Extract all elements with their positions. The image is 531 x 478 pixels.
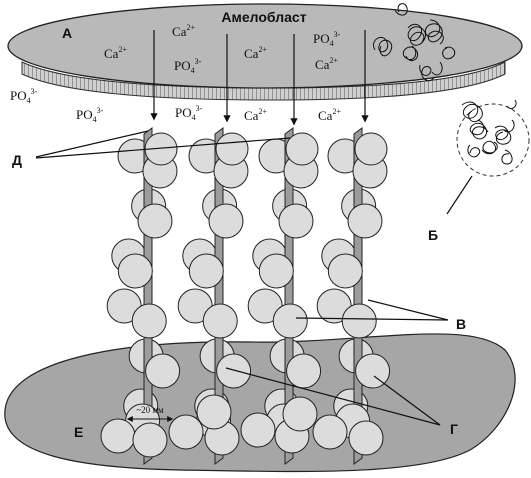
label-v: В: [456, 316, 466, 332]
ion-arrows: [150, 30, 369, 126]
ameloblast-cell: [7, 3, 523, 89]
crystal-sphere: [202, 303, 238, 339]
crystal-sphere: [347, 203, 383, 239]
crystal-sphere-top: [354, 132, 388, 166]
phosphate-ion-label: PO43-: [175, 104, 203, 122]
pointer-line-v2: [367, 299, 449, 321]
label-g: Г: [450, 421, 458, 437]
crystal-sphere-base: [282, 396, 318, 432]
pointer-line-v1: [295, 317, 449, 321]
pointer-line-d1: [35, 130, 149, 158]
pointer-line-g1: [225, 367, 441, 426]
crystal-sphere: [258, 253, 294, 289]
label-e: Е: [74, 424, 83, 440]
pointer-line-d2: [35, 137, 291, 159]
crystal-sphere: [145, 353, 181, 389]
scale-label: ~20 мм: [136, 405, 164, 415]
pointer-line-b: [446, 175, 473, 215]
crystal-sphere: [131, 303, 167, 339]
ameloblast-label: Амелобласт: [221, 9, 306, 25]
crystal-column-4: [316, 127, 391, 465]
protein-coil-boundary: [456, 103, 530, 177]
crystal-sphere: [272, 303, 308, 339]
label-d: Д: [12, 152, 22, 168]
crystal-sphere-base: [240, 412, 276, 448]
ion-labels: Ca2+ Ca2+ PO43- Ca2+ PO43- Ca2+ PO43- PO43- PO43…: [10, 23, 341, 124]
base-layer-e: [4, 333, 516, 473]
crystal-sphere: [188, 253, 224, 289]
pointer-lines: [35, 130, 449, 426]
phosphate-ion-label: PO43-: [10, 87, 38, 105]
crystal-sphere: [341, 303, 377, 339]
tangled-protein-icon: [461, 99, 517, 165]
crystal-sphere-base: [312, 414, 348, 450]
calcium-ion-label: Ca2+: [104, 45, 127, 61]
scale-bar: ~20 мм: [126, 405, 174, 422]
calcium-ion-label: Ca2+: [318, 107, 341, 123]
calcium-ion-label: Ca2+: [172, 23, 195, 39]
pointer-line-g2: [373, 375, 441, 426]
crystal-sphere: [117, 253, 153, 289]
crystal-sphere: [137, 203, 173, 239]
crystal-sphere-base: [168, 414, 204, 450]
calcium-ion-label: Ca2+: [244, 45, 267, 61]
crystal-sphere-base: [100, 418, 136, 454]
calcium-ion-label: Ca2+: [244, 107, 267, 123]
phosphate-ion-label: PO43-: [174, 57, 202, 75]
crystal-sphere-base: [348, 420, 384, 456]
crystal-sphere-base: [196, 394, 232, 430]
crystal-column-1: [106, 127, 181, 465]
crystal-sphere: [278, 203, 314, 239]
label-a: А: [62, 25, 72, 41]
label-b: Б: [428, 227, 438, 243]
crystal-sphere-top: [285, 132, 319, 166]
crystal-sphere-base: [132, 422, 168, 458]
protein-coil-cell-icon: [373, 3, 456, 82]
phosphate-ion-label: PO43-: [76, 106, 104, 124]
crystal-sphere-top: [215, 132, 249, 166]
calcium-ion-label: Ca2+: [315, 56, 338, 72]
phosphate-ion-label: PO43-: [313, 30, 341, 48]
crystal-sphere: [208, 203, 244, 239]
crystal-sphere: [327, 253, 363, 289]
crystal-columns: [100, 127, 391, 465]
crystal-sphere: [355, 353, 391, 389]
crystal-sphere: [216, 353, 252, 389]
crystal-sphere: [286, 353, 322, 389]
